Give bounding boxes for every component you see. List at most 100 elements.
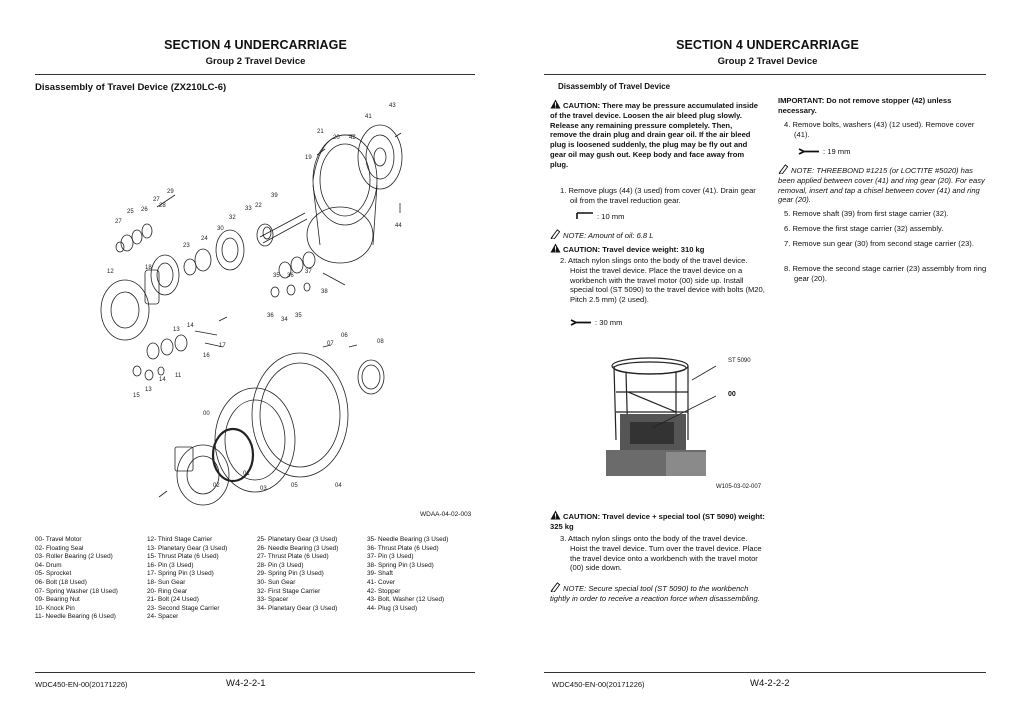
svg-text:13: 13 <box>173 327 180 333</box>
svg-text:20: 20 <box>333 135 340 141</box>
footer-code: WDC450-EN-00(20171226) <box>552 680 645 689</box>
svg-text:06: 06 <box>341 333 348 339</box>
step-3: 3. Attach nylon slings onto the body of … <box>560 534 762 573</box>
note-4: NOTE: THREEBOND #1215 (or LOCTITE #5020)… <box>778 164 988 205</box>
parts-column-4: 35- Needle Bearing (3 Used) 36- Thrust P… <box>367 536 482 613</box>
svg-text:16: 16 <box>203 353 210 359</box>
list-item: 09- Bearing Nut <box>35 596 80 604</box>
list-item: 32- First Stage Carrier <box>257 587 321 595</box>
step-2: 2. Attach nylon slings onto the body of … <box>560 256 765 305</box>
list-item: 00- Travel Motor <box>35 536 82 543</box>
svg-text:36: 36 <box>267 313 274 319</box>
svg-text:24: 24 <box>201 236 208 242</box>
wrench-icon <box>798 148 819 155</box>
list-item: 07- Spring Washer (18 Used) <box>35 587 118 595</box>
tool-spec-4: : 19 mm <box>798 147 850 157</box>
note-text: THREEBOND #1215 (or LOCTITE #5020) has b… <box>778 166 985 205</box>
caution-text: Travel device weight: 310 kg <box>602 245 705 254</box>
list-item: 24- Spacer <box>147 613 179 621</box>
list-item: 26- Needle Bearing (3 Used) <box>257 544 339 552</box>
travel-motor-part <box>176 444 230 506</box>
list-item: 39- Shaft <box>367 570 393 578</box>
svg-text:02: 02 <box>213 483 220 489</box>
list-item: 33- Spacer <box>257 596 289 604</box>
svg-text:03: 03 <box>260 486 267 492</box>
step-6: 6. Remove the first stage carrier (32) a… <box>784 224 944 233</box>
svg-text:25: 25 <box>127 209 134 215</box>
caution-text: There may be pressure accumulated inside… <box>550 101 758 169</box>
note-3: NOTE: Secure special tool (ST 5090) to t… <box>550 582 765 604</box>
list-item: 42- Stopper <box>367 587 401 595</box>
note-label: NOTE: <box>563 584 587 593</box>
group-title: Group 2 Travel Device <box>717 56 818 67</box>
note-pencil-icon <box>550 229 561 239</box>
svg-text:11: 11 <box>175 373 182 379</box>
warning-triangle-icon <box>550 99 561 109</box>
list-item: 16- Pin (3 Used) <box>147 561 194 569</box>
list-item: 10- Knock Pin <box>35 604 75 612</box>
svg-text:12: 12 <box>107 269 114 275</box>
svg-text:35: 35 <box>295 313 302 319</box>
svg-text:38: 38 <box>321 289 328 295</box>
list-item: 29- Spring Pin (3 Used) <box>257 570 324 578</box>
tool-size: : 19 mm <box>823 147 851 156</box>
step-1: 1. Remove plugs (44) (3 used) from cover… <box>560 186 756 205</box>
tool-size: : 30 mm <box>595 318 623 327</box>
list-item: 11- Needle Bearing (6 Used) <box>35 613 116 621</box>
svg-text:26: 26 <box>141 207 148 213</box>
list-item: 43- Bolt, Washer (12 Used) <box>367 596 445 604</box>
third-stage-carrier-part <box>100 279 150 341</box>
note-pencil-icon <box>778 164 789 174</box>
header-rule <box>35 74 475 75</box>
tool-spec-1: : 10 mm <box>576 212 624 222</box>
svg-text:05: 05 <box>291 483 298 489</box>
svg-text:17: 17 <box>219 343 226 349</box>
svg-text:04: 04 <box>335 483 342 489</box>
svg-text:27: 27 <box>115 219 122 225</box>
important-label: IMPORTANT: <box>778 96 825 105</box>
svg-text:42: 42 <box>349 135 356 141</box>
section-title: SECTION 4 UNDERCARRIAGE <box>164 38 347 52</box>
list-item: 28- Pin (3 Used) <box>257 561 304 569</box>
svg-text:14: 14 <box>159 377 166 383</box>
svg-text:36: 36 <box>287 273 294 279</box>
svg-text:08: 08 <box>377 339 384 345</box>
list-item: 25- Planetary Gear (3 Used) <box>257 536 338 543</box>
caution-label: CAUTION: <box>563 101 601 110</box>
special-tool-photo <box>606 352 732 476</box>
svg-text:41: 41 <box>365 114 372 120</box>
list-item: 44- Plug (3 Used) <box>367 604 418 612</box>
step-8: 8. Remove the second stage carrier (23) … <box>784 264 987 283</box>
footer-rule <box>35 672 475 673</box>
section-title: SECTION 4 UNDERCARRIAGE <box>676 38 859 52</box>
photo-label-special-tool: ST 5090 <box>728 358 751 364</box>
sprocket-part <box>251 352 349 478</box>
svg-text:14: 14 <box>187 323 194 329</box>
footer-rule <box>544 672 986 673</box>
svg-text:07: 07 <box>327 341 334 347</box>
drum-part <box>214 387 296 493</box>
svg-text:28: 28 <box>159 203 166 209</box>
hex-key-icon <box>576 212 593 219</box>
list-item: 38- Spring Pin (3 Used) <box>367 561 434 569</box>
warning-triangle-icon <box>550 243 561 253</box>
caution-block-2: CAUTION: Travel device weight: 310 kg <box>550 243 760 255</box>
svg-text:00: 00 <box>203 411 210 417</box>
cover-part <box>357 124 403 190</box>
warning-triangle-icon <box>550 510 561 520</box>
wrench-icon <box>570 319 591 326</box>
caution-text: Travel device + special tool (ST 5090) w… <box>550 512 765 531</box>
step-4: 4. Remove bolts, washers (43) (12 used).… <box>784 120 975 139</box>
caution-block-3: CAUTION: Travel device + special tool (S… <box>550 510 765 532</box>
svg-text:35: 35 <box>273 273 280 279</box>
list-item: 23- Second Stage Carrier <box>147 604 220 612</box>
list-item: 15- Thrust Plate (6 Used) <box>147 553 219 561</box>
figure-code: WDAA-04-02-003 <box>420 511 472 518</box>
parts-column-2: 12- Third Stage Carrier 13- Planetary Ge… <box>147 536 262 622</box>
left-page: SECTION 4 UNDERCARRIAGE Group 2 Travel D… <box>0 0 511 723</box>
list-item: 36- Thrust Plate (6 Used) <box>367 544 439 552</box>
svg-text:29: 29 <box>167 189 174 195</box>
right-page: SECTION 4 UNDERCARRIAGE Group 2 Travel D… <box>512 0 1023 723</box>
list-item: 30- Sun Gear <box>257 578 296 586</box>
note-pencil-icon <box>550 582 561 592</box>
